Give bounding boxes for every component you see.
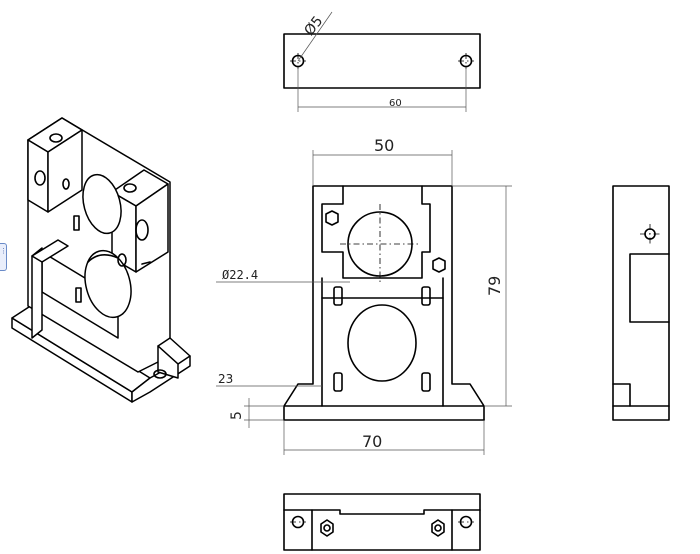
hole-spacing-label: 60 (389, 98, 402, 109)
upper-width-label: 50 (374, 136, 394, 155)
total-height-label: 79 (485, 276, 504, 296)
bore-diameter-label: Ø22.4 (222, 268, 258, 282)
bottom-view (283, 493, 481, 551)
side-view (612, 185, 670, 421)
isometric-view (11, 117, 191, 403)
mount-height-label: 23 (218, 372, 233, 386)
base-thickness-label: 5 (229, 411, 245, 420)
base-width-label: 70 (362, 432, 382, 451)
front-view (216, 150, 512, 455)
side-panel-tab[interactable]: ⋮ (0, 243, 7, 271)
top-view (283, 11, 481, 112)
hole-diameter-label: Ø5 (301, 13, 326, 39)
ellipsis-icon: ⋮ (0, 247, 7, 255)
